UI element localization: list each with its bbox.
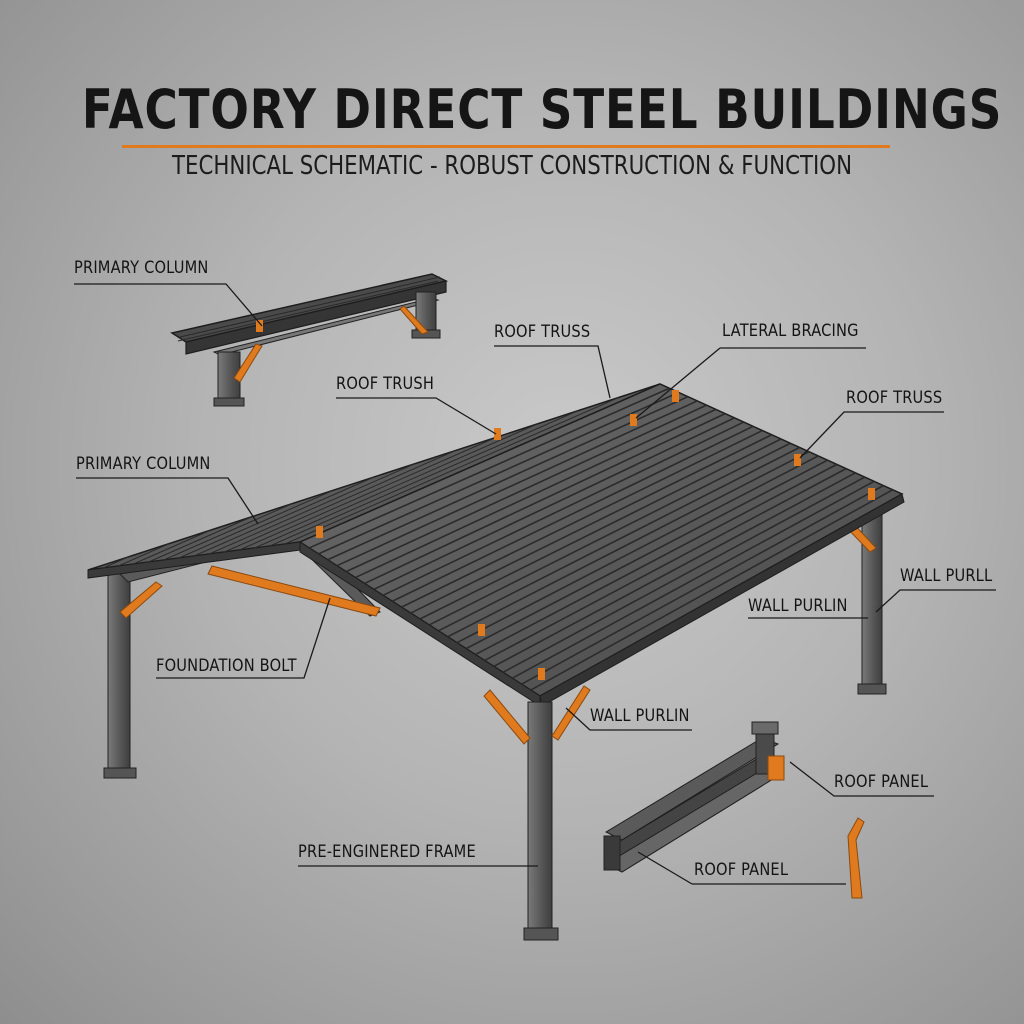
roof-rib: [308, 387, 670, 549]
roof-rib: [373, 417, 735, 591]
label-foundation-bolt: FOUNDATION BOLT: [156, 656, 297, 676]
roof-rib: [410, 434, 773, 614]
roof-rib: [284, 396, 620, 545]
roof-rib: [118, 542, 170, 567]
roof-rib: [401, 429, 763, 608]
label-lateral-bracing: LATERAL BRACING: [722, 321, 859, 341]
roof-rib: [511, 480, 875, 679]
roof-rib: [269, 410, 579, 547]
detail-i-beam: [603, 721, 865, 899]
roof-rib: [318, 391, 679, 555]
roof-rib: [148, 516, 252, 563]
roof-rib: [254, 423, 538, 549]
roof-rib: [502, 476, 866, 674]
roof-rib: [475, 463, 838, 656]
roof-rib: [102, 556, 130, 569]
roof-rib: [465, 459, 828, 650]
roof-rib: [345, 404, 707, 573]
roof-rib: [364, 412, 726, 585]
label-primary-column-top: PRIMARY COLUMN: [74, 258, 209, 278]
label-roof-trush: ROOF TRUSH: [336, 374, 435, 394]
roof-rib: [530, 489, 894, 691]
roof-rib: [428, 442, 791, 626]
label-roof-panel-upper: ROOF PANEL: [834, 772, 929, 792]
roof-rib: [419, 438, 782, 620]
roof-rib: [521, 484, 884, 685]
roof-rib: [208, 463, 416, 555]
roof-rib: [178, 489, 334, 559]
roof-rib: [382, 421, 745, 597]
roof-rib: [327, 395, 689, 561]
roof-rib: [484, 467, 847, 662]
label-wall-purlin-right: WALL PURLIN: [748, 596, 848, 616]
roof-panel-ribs: [102, 387, 894, 691]
page-title: FACTORY DIRECT STEEL BUILDINGS: [81, 78, 1003, 141]
roof-rib: [193, 476, 375, 557]
title-underline: [122, 145, 890, 148]
label-pre-engineered-frame: PRE-ENGINERED FRAME: [298, 842, 476, 862]
leader-lines: [74, 283, 996, 885]
roof-rib: [239, 436, 497, 551]
roof-rib: [456, 455, 819, 644]
roof-rib: [493, 472, 856, 668]
roof-rib: [355, 408, 717, 579]
roof-rib: [438, 446, 800, 632]
label-wall-purll: WALL PURLL: [900, 566, 993, 586]
label-roof-panel-lower: ROOF PANEL: [694, 860, 789, 880]
roof-rib: [224, 449, 456, 553]
label-roof-truss-right: ROOF TRUSS: [846, 388, 943, 408]
label-primary-column-left: PRIMARY COLUMN: [76, 454, 211, 474]
roof-rib: [163, 503, 293, 561]
label-wall-purlin-center: WALL PURLIN: [590, 706, 690, 726]
roof-rib: [447, 450, 810, 638]
page-subtitle: TECHNICAL SCHEMATIC - ROBUST CONSTRUCTIO…: [171, 151, 853, 181]
detail-roof-beam: [170, 273, 449, 407]
roof-rib: [336, 400, 698, 567]
label-roof-truss-center: ROOF TRUSS: [494, 322, 591, 342]
roof-rib: [391, 425, 754, 602]
main-building: [87, 383, 905, 941]
roof-rib: [133, 529, 211, 565]
